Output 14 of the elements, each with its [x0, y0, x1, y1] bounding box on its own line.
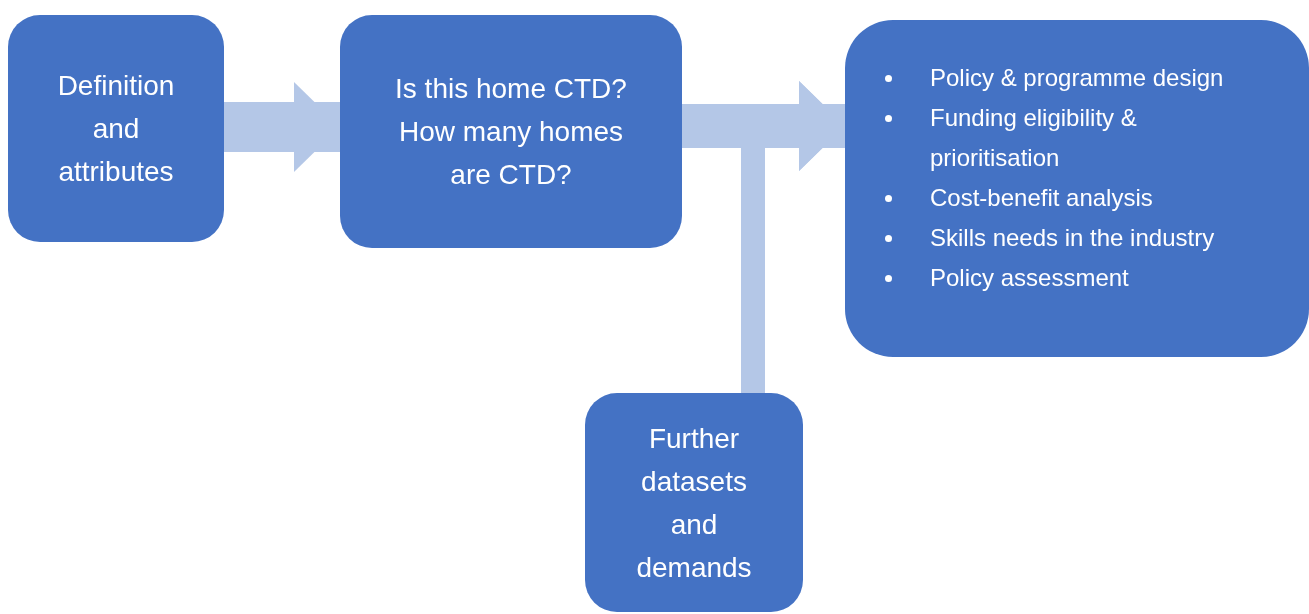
block-arrow [224, 82, 340, 172]
box-text: Further datasets and demands [635, 421, 753, 585]
box-text: Is this home CTD? [395, 72, 627, 106]
list-item-text: Policy & programme design [930, 63, 1225, 93]
process-box [340, 15, 682, 248]
list-box [845, 20, 1309, 357]
list-item-text: Cost-benefit analysis [930, 183, 1154, 213]
list-item-text: Funding eligibility & prioritisation [930, 103, 1138, 173]
list-item-text: Policy assessment [930, 263, 1130, 293]
box-text: Definition and attributes [56, 69, 176, 189]
process-box [585, 393, 803, 612]
process-box [8, 15, 224, 242]
box-text: How many homes are CTD? [397, 115, 625, 192]
list-item-text: Skills needs in the industry [930, 223, 1216, 253]
